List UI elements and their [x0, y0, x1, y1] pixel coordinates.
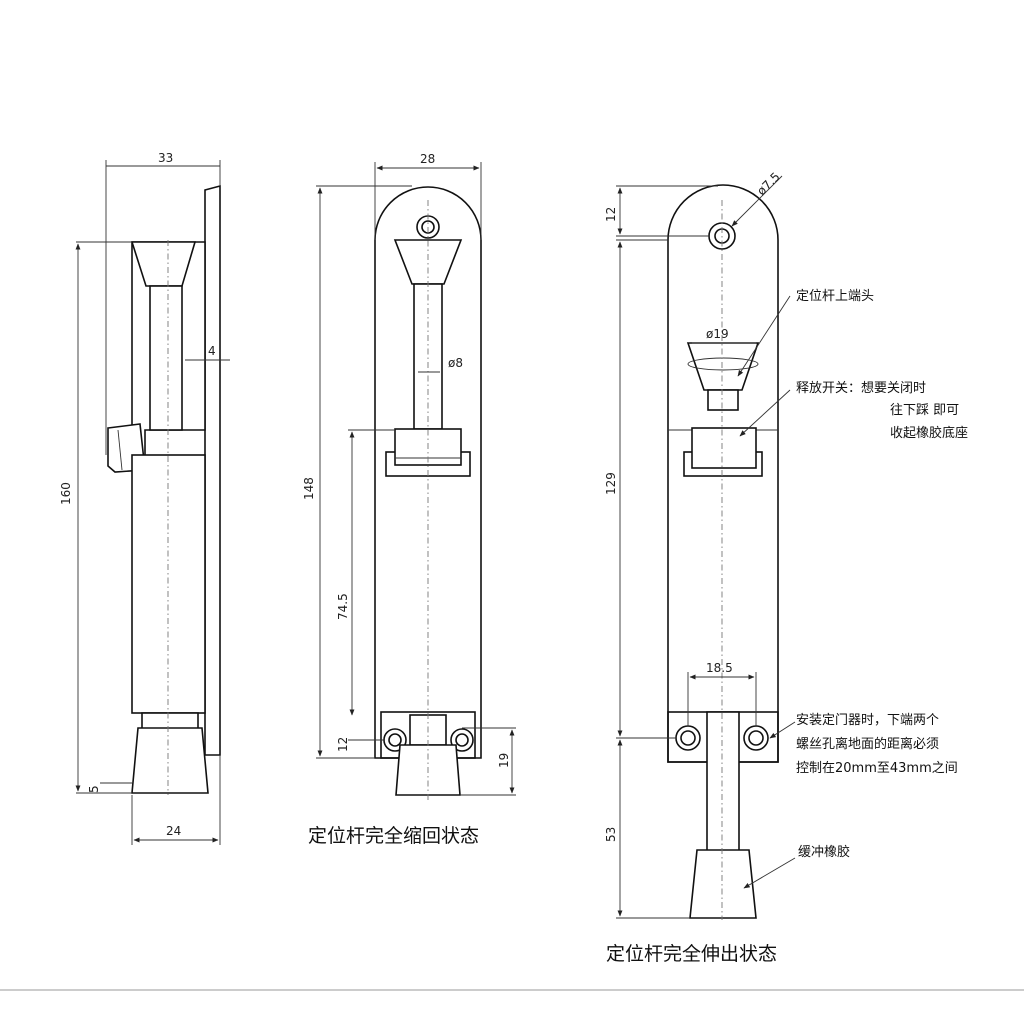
- dim-19: 19: [497, 753, 511, 768]
- note-install-1: 安装定门器时，下端两个: [796, 713, 939, 728]
- dim-160: 160: [59, 482, 73, 505]
- extended-rubber-foot: [689, 849, 757, 919]
- note-install-2: 螺丝孔离地面的距离必须: [796, 736, 939, 752]
- dim-148: 148: [302, 477, 316, 500]
- dim-74-5: 74.5: [336, 593, 350, 620]
- side-rubber-foot: [131, 727, 209, 794]
- dim-12-mid: 12: [336, 737, 350, 752]
- extended-view: 12 ø7.5 ø19 129 18.5 53 定位杆上端头 释放开关：想要关闭…: [604, 170, 968, 965]
- extended-rod: [706, 711, 740, 853]
- caption-extended: 定位杆完全伸出状态: [606, 943, 777, 965]
- dim-head-dia: ø19: [706, 327, 729, 341]
- dim-hole-dia: ø7.5: [754, 170, 783, 199]
- note-install-3: 控制在20mm至43mm之间: [796, 761, 958, 776]
- side-back-plate: [204, 184, 221, 756]
- note-head: 定位杆上端头: [796, 289, 874, 304]
- side-rod: [149, 285, 183, 431]
- dim-4: 4: [208, 344, 216, 358]
- note-rubber: 缓冲橡胶: [798, 844, 850, 860]
- dim-53: 53: [604, 827, 618, 842]
- caption-retracted: 定位杆完全缩回状态: [308, 825, 479, 847]
- side-view: 33 160 4 5 24: [59, 151, 230, 845]
- dim-18-5: 18.5: [706, 661, 733, 675]
- dim-5: 5: [87, 785, 101, 793]
- dim-28: 28: [420, 152, 435, 166]
- note-release-2: 往下踩 即可: [890, 403, 959, 418]
- dim-rod-dia: ø8: [448, 356, 463, 370]
- note-release-3: 收起橡胶底座: [890, 425, 968, 441]
- extended-rod-top: [707, 389, 739, 411]
- note-release-1: 释放开关：想要关闭时: [796, 380, 926, 396]
- dim-24: 24: [166, 824, 181, 838]
- retracted-view: 28 148 ø8 74.5 12 19 定位杆完全缩回状态: [302, 152, 516, 847]
- extended-switch: [691, 427, 757, 469]
- retracted-head-cone: [393, 239, 463, 285]
- side-lower-body: [131, 454, 206, 714]
- dim-129: 129: [604, 472, 618, 495]
- dim-33: 33: [158, 151, 173, 165]
- dim-12-right: 12: [604, 207, 618, 222]
